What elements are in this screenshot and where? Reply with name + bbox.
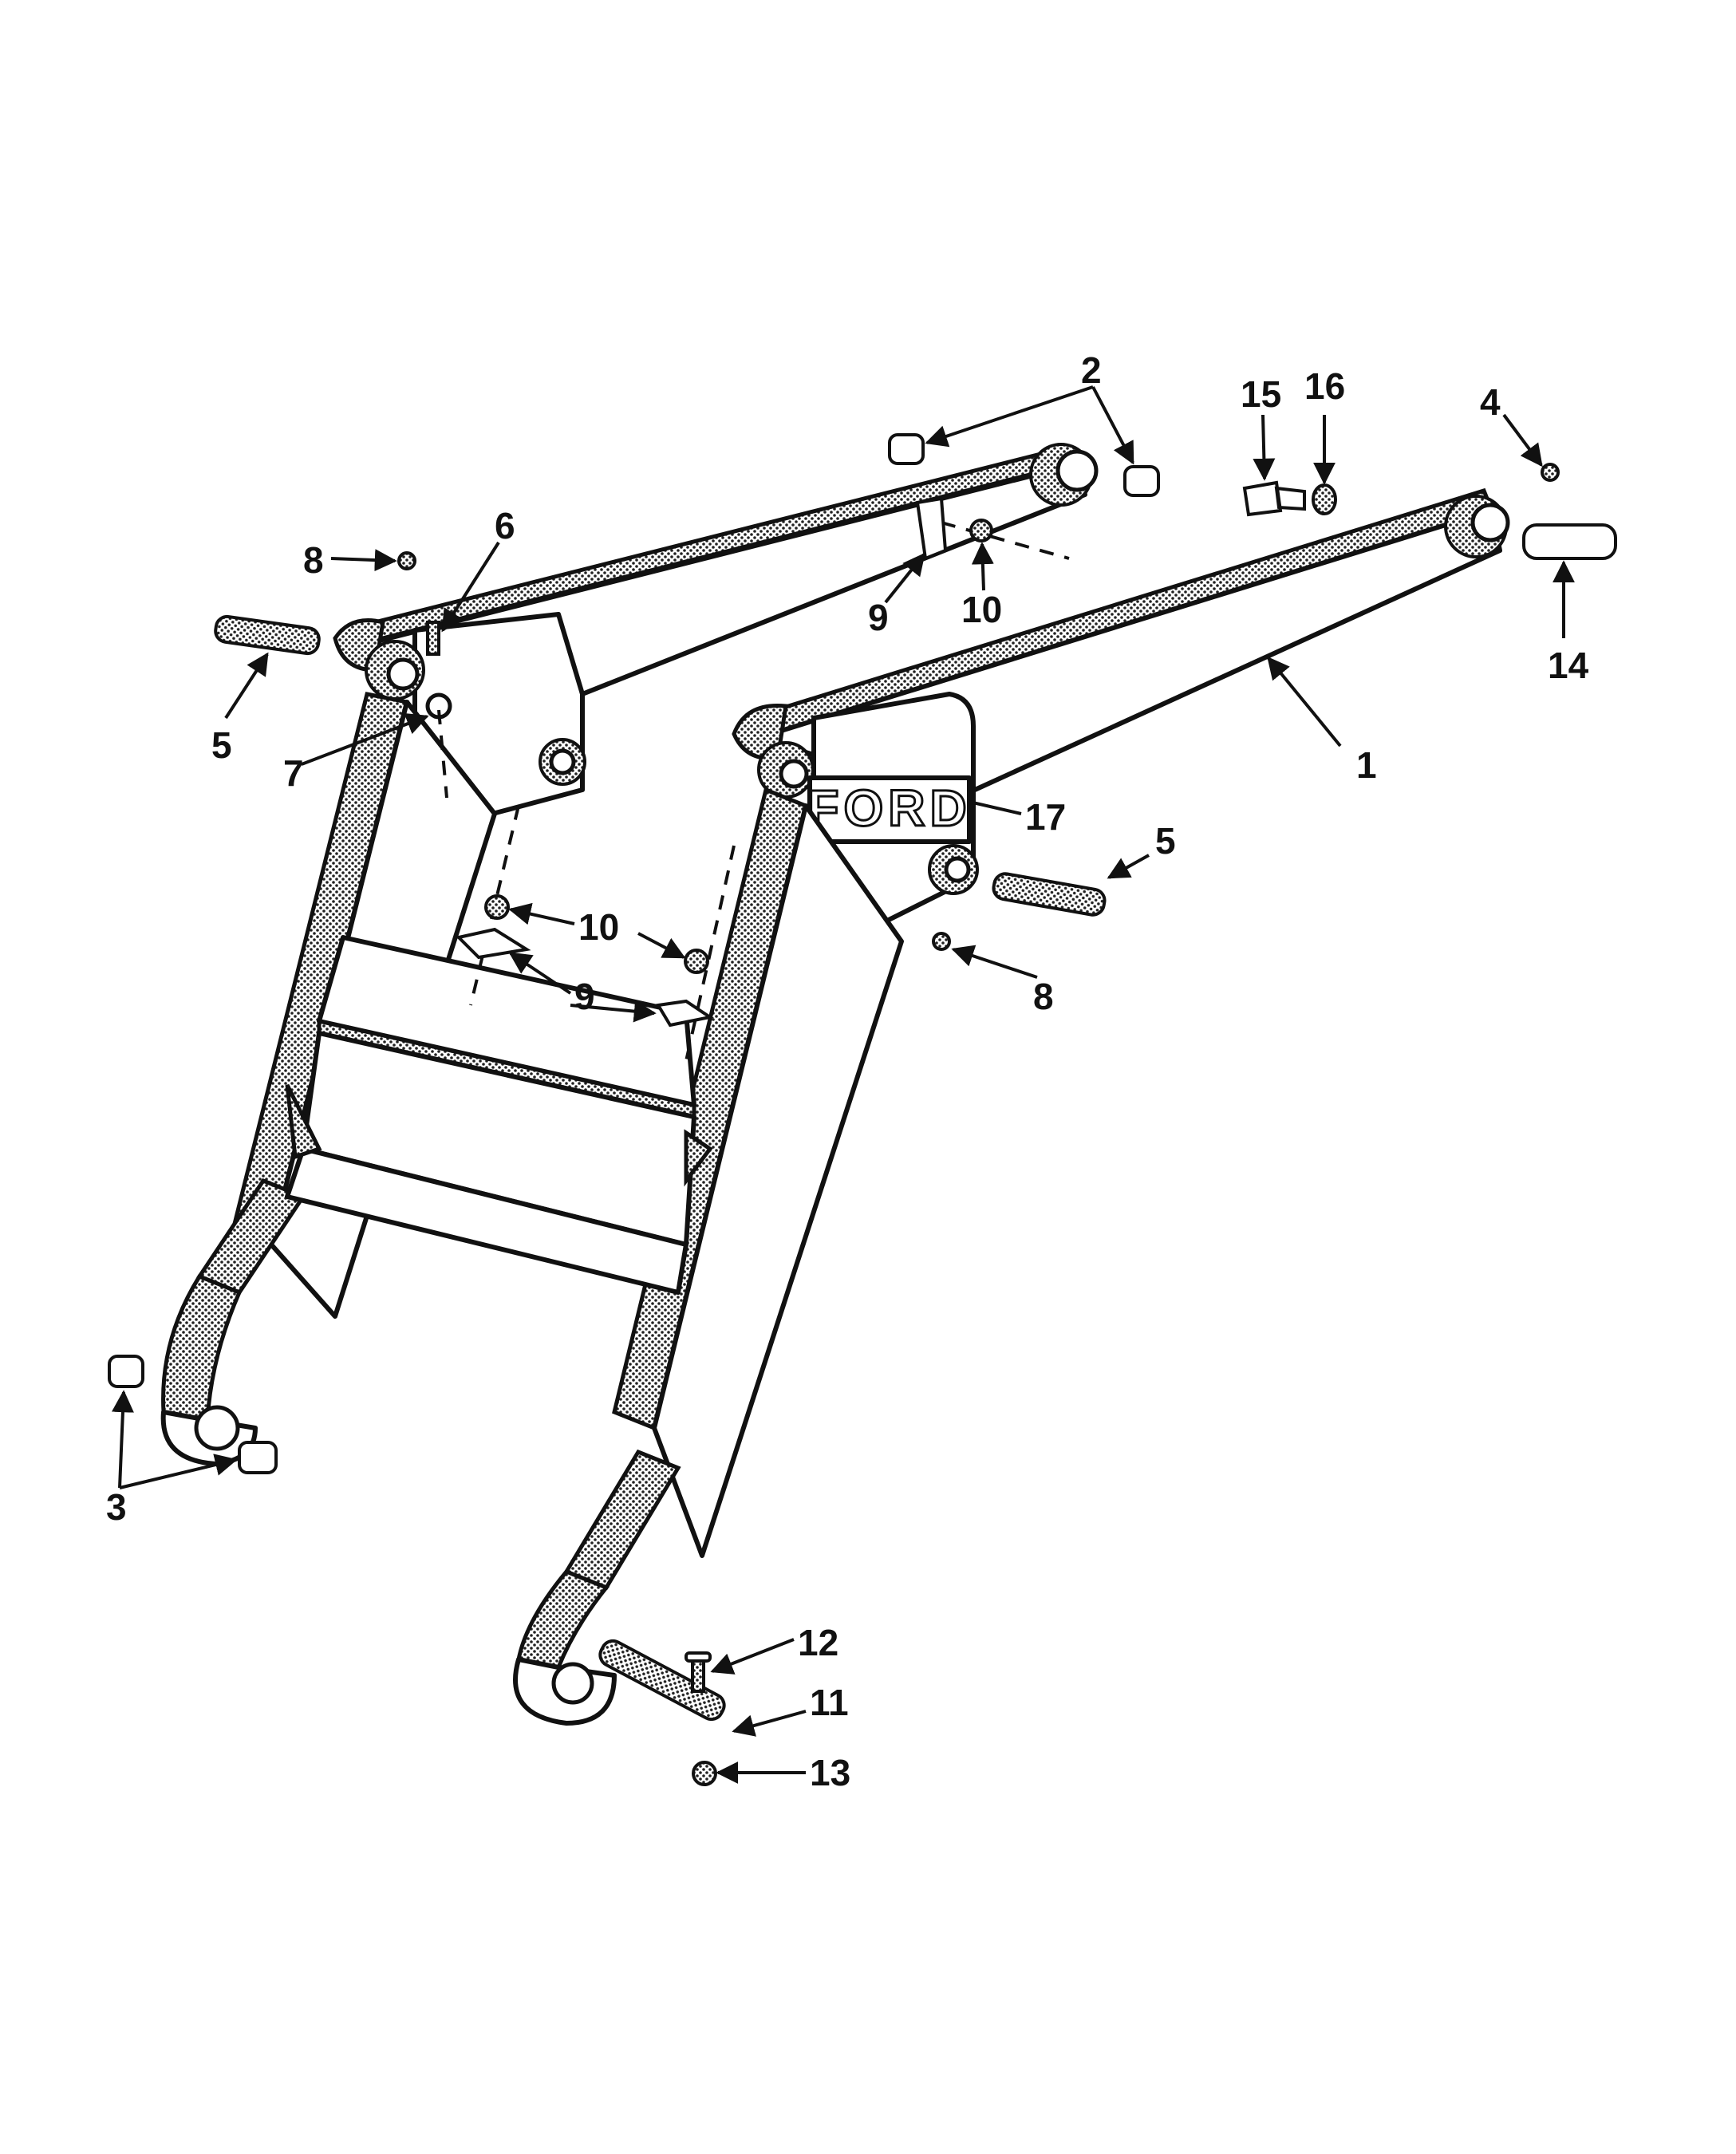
cross-member — [285, 935, 713, 1295]
ford-logo-text: FORD — [807, 779, 971, 837]
grease-fitting-4 — [1541, 463, 1560, 482]
nut-10-mid1 — [484, 894, 510, 920]
pin-14 — [1522, 523, 1617, 560]
bushing-3b — [238, 1441, 278, 1474]
callout-10-top: 10 — [961, 589, 1002, 630]
callout-2: 2 — [1081, 349, 1102, 391]
leader-lines — [111, 385, 1575, 1784]
callout-11: 11 — [810, 1682, 849, 1723]
bolt-12 — [691, 1658, 705, 1693]
callout-5-right: 5 — [1155, 820, 1176, 862]
left-boom-arm — [160, 443, 1099, 1466]
callout-17: 17 — [1025, 796, 1066, 838]
washer-16 — [1312, 483, 1337, 515]
callout-9-mid: 9 — [574, 976, 595, 1017]
callout-16: 16 — [1304, 365, 1345, 407]
clip-9-mid2 — [655, 999, 715, 1028]
pin-5-left — [214, 614, 321, 656]
callout-8-top: 8 — [303, 539, 324, 581]
callout-7: 7 — [283, 752, 304, 794]
bolt-6 — [426, 621, 440, 656]
grease-fitting-8b — [932, 932, 951, 951]
callout-6: 6 — [495, 505, 515, 546]
pin-5-right — [992, 872, 1107, 917]
bushing-3a — [108, 1355, 144, 1388]
callout-3: 3 — [106, 1486, 127, 1528]
callout-4: 4 — [1480, 381, 1501, 423]
nut-13 — [692, 1761, 717, 1786]
bushing-2a — [888, 433, 925, 465]
clip-9-mid1 — [456, 927, 531, 960]
clip-9-top — [915, 496, 948, 561]
grease-fitting-8a — [397, 551, 416, 570]
bushing-2b — [1123, 465, 1160, 497]
callout-1: 1 — [1356, 744, 1377, 786]
callout-12: 12 — [798, 1622, 838, 1663]
nut-10-mid2 — [684, 949, 709, 974]
bolt-15 — [1242, 480, 1306, 517]
callout-8-right: 8 — [1033, 976, 1054, 1017]
callout-labels: 1 2 3 4 5 5 6 7 8 8 9 9 10 10 11 12 13 1… — [106, 349, 1589, 1793]
callout-10-mid: 10 — [578, 906, 619, 948]
callout-13: 13 — [810, 1752, 850, 1793]
callout-14: 14 — [1548, 645, 1589, 686]
pin-11 — [598, 1639, 726, 1722]
hardware-parts — [108, 433, 1617, 1786]
nut-10-top — [969, 519, 993, 542]
callout-5-left: 5 — [211, 724, 232, 766]
callout-15: 15 — [1241, 373, 1281, 415]
callout-9-top: 9 — [868, 597, 889, 638]
